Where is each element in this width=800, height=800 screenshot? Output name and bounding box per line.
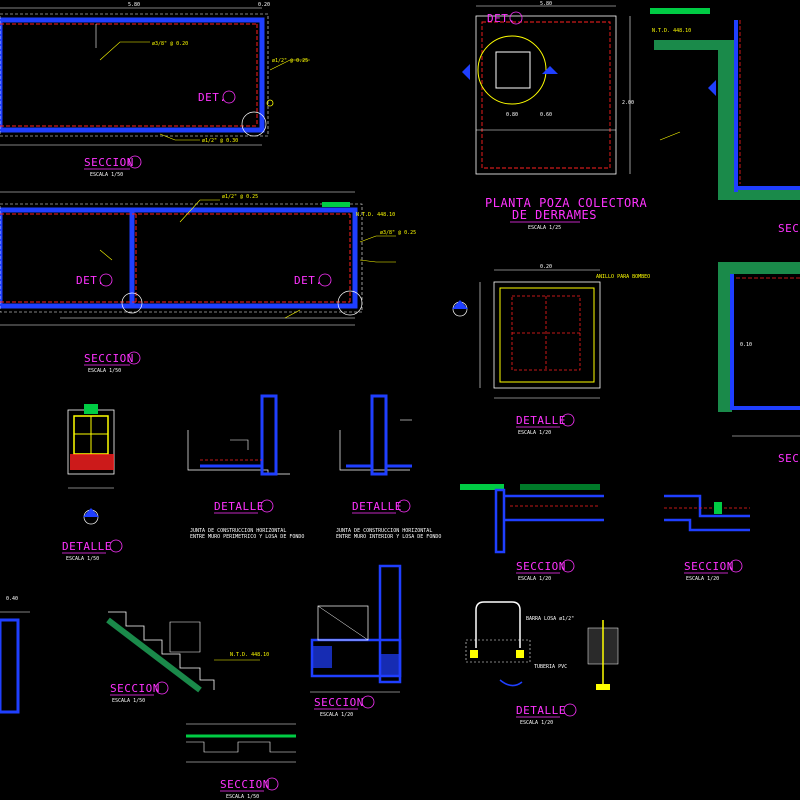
seccion-n-scale: ESCALA 1/50 — [112, 698, 145, 704]
section-1-drawing: ø1/2" @ 0.25 ø3/8" @ 0.20 ø1/2" @ 0.30 5… — [0, 2, 310, 178]
detalle-e-title: DETALLE — [516, 704, 566, 717]
nota-junta-2: ENTRE MURO PERIMETRICO Y LOSA DE FONDO — [190, 534, 304, 540]
detalle-plan-scale: ESCALA 1/20 — [518, 430, 551, 436]
sec-right-1: SEC — [778, 222, 799, 235]
seccion-p-title: SECCION — [220, 778, 270, 791]
rebar-note-5: ø1/2" @ 0.25 — [222, 194, 258, 200]
tuberia-label: TUBERIA PVC — [534, 664, 567, 670]
barra-losa-label: BARRA LOSA ø1/2" — [526, 616, 574, 622]
detalle-box-scale: ESCALA 1/50 — [66, 556, 99, 562]
detalle-box-title: DETALLE — [62, 540, 112, 553]
planta-title-line-1: PLANTA POZA COLECTORA — [485, 196, 647, 210]
detalle-junction-1-drawing: DETALLE JUNTA DE CONSTRUCCION HORIZONTAL… — [187, 394, 304, 540]
seccion-o-title: SECCION — [314, 696, 364, 709]
seccion-o-scale: ESCALA 1/20 — [320, 712, 353, 718]
anillo-label: ANILLO PARA BOMBEO — [596, 274, 650, 280]
seccion-1-scale: ESCALA 1/50 — [90, 172, 123, 178]
section-2-drawing: ø3/8" @ 0.25 ø1/2" @ 0.25 N.T.D. 448.10 … — [0, 191, 416, 374]
bl-dim: 0.40 — [6, 596, 18, 602]
seccion-l-drawing: SECCION ESCALA 1/20 — [460, 484, 604, 582]
rebar-note-4: ø3/8" @ 0.25 — [380, 230, 416, 236]
seccion-l-title: SECCION — [516, 560, 566, 573]
detalle-e-scale: ESCALA 1/20 — [520, 720, 553, 726]
rebar-note-3: ø1/2" @ 0.30 — [202, 138, 238, 144]
dim-top-2: 0.20 — [258, 2, 270, 8]
ntd-label-1: N.T.D. 448.10 — [356, 212, 395, 218]
det-plan-label: DET. — [487, 12, 516, 25]
det-label-top: DET. — [198, 91, 227, 104]
detalle-plan-title: DETALLE — [516, 414, 566, 427]
seccion-n-drawing: N.T.D. 448.10 SECCION ESCALA 1/50 — [106, 611, 269, 704]
nota-junta-4: ENTRE MURO INTERIOR Y LOSA DE FONDO — [336, 534, 441, 540]
seccion-m-title: SECCION — [684, 560, 734, 573]
detalle-plan-drawing: 0.20 ANILLO PARA BOMBEO DETALLE ESCALA 1… — [452, 264, 650, 436]
rebar-note-2: ø3/8" @ 0.20 — [152, 41, 188, 47]
ntd-label-2: N.T.D. 448.10 — [652, 28, 691, 34]
planta-dim-1: 0.80 — [506, 112, 518, 118]
seccion-m-scale: ESCALA 1/20 — [686, 576, 719, 582]
right-sections-drawing: N.T.D. 448.10 0.10 SEC SEC — [650, 8, 800, 465]
nota-junta-1: JUNTA DE CONSTRUCCION HORIZONTAL — [190, 528, 286, 534]
planta-dim-right: 2.00 — [622, 100, 634, 106]
detplan-dim: 0.20 — [540, 264, 552, 270]
seccion-p-scale: ESCALA 1/50 — [226, 794, 259, 800]
right-dim: 0.10 — [740, 342, 752, 348]
detalle-junction-2-drawing: DETALLE JUNTA DE CONSTRUCCION HORIZONTAL… — [336, 394, 441, 540]
det-1-label: DET. — [76, 274, 105, 287]
detalle-j1-title: DETALLE — [214, 500, 264, 513]
seccion-m-drawing: SECCION ESCALA 1/20 — [664, 494, 750, 582]
seccion-n-title: SECCION — [110, 682, 160, 695]
seccion-1-title: SECCION — [84, 156, 134, 169]
detalle-box-drawing: DETALLE ESCALA 1/50 — [62, 404, 123, 562]
nota-junta-3: JUNTA DE CONSTRUCCION HORIZONTAL — [336, 528, 432, 534]
planta-poza-drawing: 5.80 2.00 0.80 0.60 DET. PLANTA POZA COL… — [462, 1, 647, 231]
sec-right-2: SEC — [778, 452, 799, 465]
rebar-note-1: ø1/2" @ 0.25 — [272, 58, 308, 64]
detalle-e-drawing: BARRA LOSA ø1/2" TUBERIA PVC DETALLE ESC… — [465, 601, 619, 726]
seccion-p-drawing: SECCION ESCALA 1/50 — [186, 723, 296, 800]
det-2-label: DET. — [294, 274, 323, 287]
planta-title-line-2: DE DERRAMES — [512, 208, 597, 222]
seccion-2-scale: ESCALA 1/50 — [88, 368, 121, 374]
detalle-j2-title: DETALLE — [352, 500, 402, 513]
seccion-l-scale: ESCALA 1/20 — [518, 576, 551, 582]
dim-top-1: 5.80 — [128, 2, 140, 8]
seccion-o-drawing: SECCION ESCALA 1/20 — [310, 564, 402, 718]
planta-dim-top: 5.80 — [540, 1, 552, 7]
bottom-left-wall-drawing: 0.40 — [0, 596, 30, 714]
planta-dim-2: 0.60 — [540, 112, 552, 118]
ntd-label-3: N.T.D. 448.10 — [230, 652, 269, 658]
seccion-2-title: SECCION — [84, 352, 134, 365]
planta-scale: ESCALA 1/25 — [528, 225, 561, 231]
